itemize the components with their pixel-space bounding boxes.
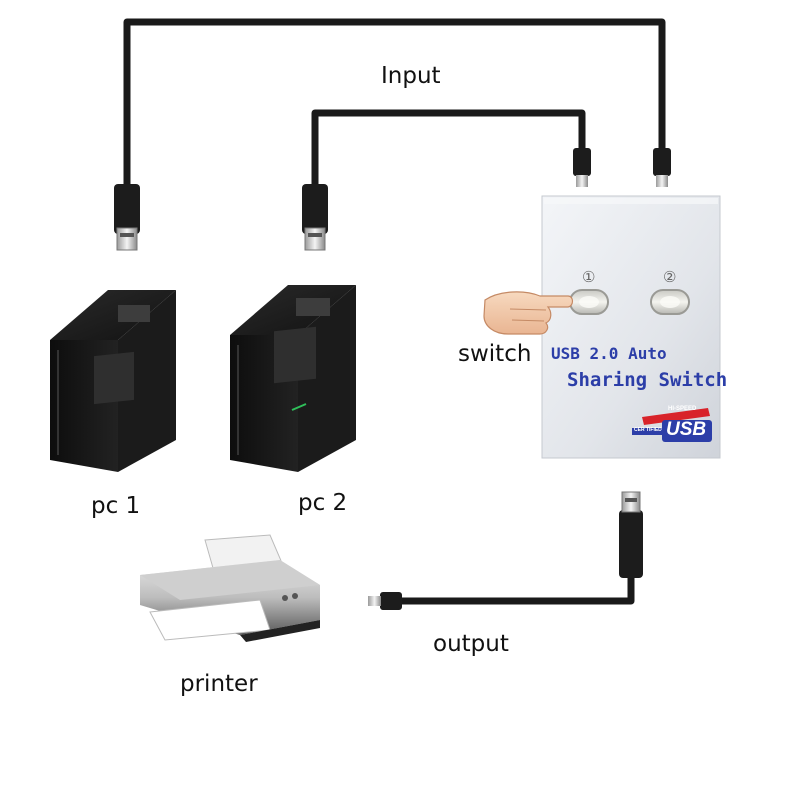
usb-plug-icon	[653, 148, 671, 187]
usb-switch-icon	[541, 195, 721, 459]
usb-plug-icon	[368, 592, 402, 610]
usb-logo-icon	[632, 408, 712, 442]
output-label: output	[433, 631, 509, 657]
pc-icon	[50, 290, 176, 472]
switch-model-line1: USB 2.0 Auto	[551, 344, 667, 363]
usb-plug-icon	[573, 148, 591, 187]
usb-plug-icon	[619, 491, 643, 578]
pc1-label: pc 1	[91, 493, 141, 519]
output-cable	[398, 575, 635, 605]
switch-model-line2: Sharing Switch	[567, 369, 728, 391]
hand-pointer-icon	[483, 291, 574, 335]
input-cable-outer	[123, 18, 666, 185]
pc-icon	[230, 285, 356, 472]
usb-logo-main-text: USB	[666, 419, 707, 440]
input-cable-inner	[311, 109, 586, 185]
pc2-label: pc 2	[298, 490, 348, 516]
printer-icon	[140, 534, 320, 642]
switch-label: switch	[458, 341, 532, 367]
port-2-number: ②	[663, 268, 677, 286]
input-label: Input	[381, 63, 441, 89]
usb-logo-small-text: CER TIFIED	[634, 427, 662, 433]
usb-plug-icon	[114, 184, 140, 251]
printer-label: printer	[180, 671, 258, 697]
usb-logo-top-text: HI-SPEED	[668, 406, 697, 412]
port-1-number: ①	[582, 268, 596, 286]
usb-plug-icon	[302, 184, 328, 251]
